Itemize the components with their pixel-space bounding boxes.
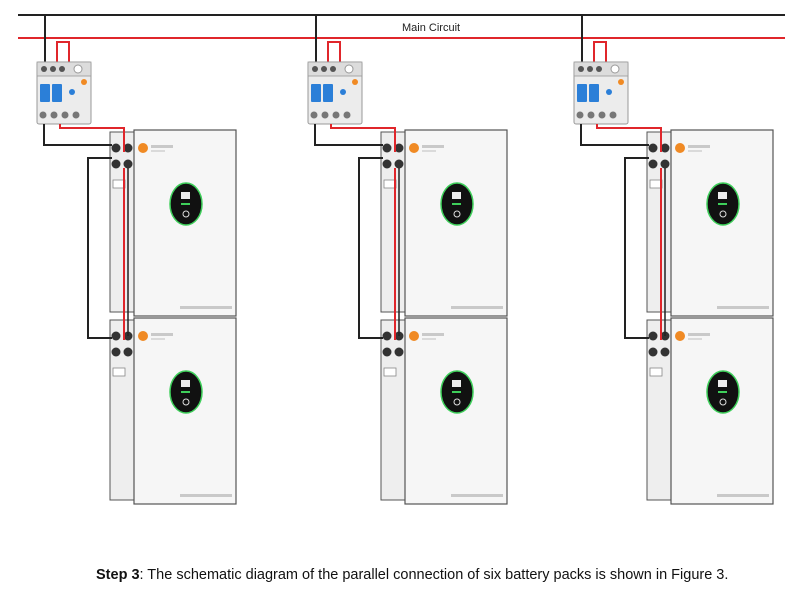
battery-pack-icon: [380, 317, 508, 505]
wire-red-breaker-pack: [596, 124, 662, 152]
battery-pack-icon: [646, 129, 774, 317]
circuit-breaker-icon: [307, 61, 363, 125]
brand-logo-icon: [409, 331, 419, 341]
battery-display-icon: [706, 370, 740, 414]
wire-black-breaker-pack: [580, 124, 649, 146]
battery-display-icon: [440, 182, 474, 226]
main-circuit-label: Main Circuit: [402, 22, 460, 34]
drop-wire-red: [56, 41, 70, 62]
drop-wire-red: [593, 41, 607, 62]
battery-stack-2: [307, 15, 508, 505]
wire-red-breaker-pack: [330, 124, 396, 152]
battery-display-icon: [440, 370, 474, 414]
main-circuit-bus: Main Circuit: [18, 14, 785, 39]
caption-step: Step 3: [96, 567, 140, 583]
battery-display-icon: [169, 182, 203, 226]
brand-logo-icon: [675, 331, 685, 341]
circuit-breaker-icon: [36, 61, 92, 125]
battery-pack-icon: [109, 317, 237, 505]
brand-logo-icon: [138, 331, 148, 341]
circuit-breaker-icon: [573, 61, 629, 125]
wire-black-breaker-pack: [314, 124, 383, 146]
wire-red-breaker-pack: [59, 124, 125, 152]
wire-black-parallel: [624, 157, 649, 339]
brand-logo-icon: [409, 143, 419, 153]
brand-logo-icon: [675, 143, 685, 153]
wire-black-parallel: [358, 157, 383, 339]
wire-black-parallel: [87, 157, 112, 339]
caption-text: : The schematic diagram of the parallel …: [139, 567, 729, 583]
drop-wire-red: [327, 41, 341, 62]
battery-stack-3: [573, 15, 774, 505]
battery-stacks: [36, 15, 774, 505]
battery-display-icon: [169, 370, 203, 414]
battery-pack-icon: [380, 129, 508, 317]
battery-stack-1: [36, 15, 237, 505]
battery-display-icon: [706, 182, 740, 226]
battery-pack-icon: [109, 129, 237, 317]
figure-caption: Step 3: The schematic diagram of the par…: [96, 567, 785, 583]
wire-black-breaker-pack: [43, 124, 112, 146]
brand-logo-icon: [138, 143, 148, 153]
battery-pack-icon: [646, 317, 774, 505]
